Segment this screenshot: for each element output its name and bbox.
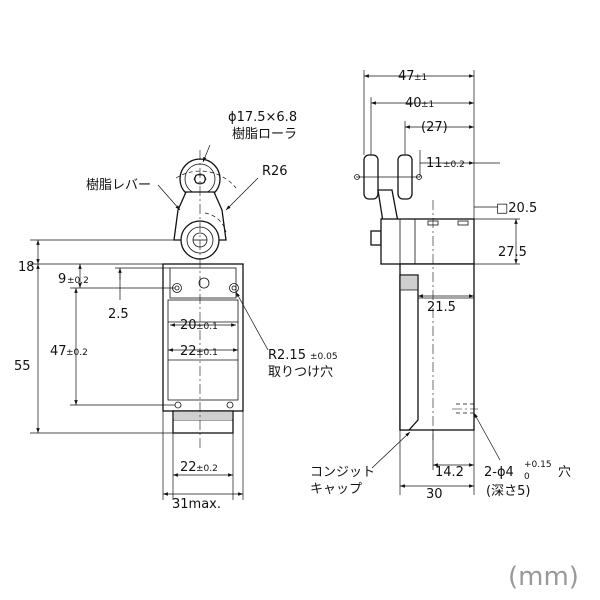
- dim-9-tol: ±0.2: [67, 276, 89, 286]
- switch-body: [162, 263, 244, 412]
- dim-20-tol: ±0.1: [196, 322, 218, 332]
- roller-material-label: 樹脂ローラ: [232, 127, 297, 142]
- side-dim-47-tol: ±1: [414, 73, 427, 83]
- side-dim-14-2: 14.2: [435, 465, 464, 480]
- side-dim-40-tol: ±1: [421, 100, 434, 110]
- mount-hole-right: [229, 283, 239, 293]
- hole-depth: (深さ5): [486, 484, 530, 499]
- dim-20: 20: [180, 318, 197, 333]
- dim-18: 18: [18, 260, 35, 275]
- side-view: 47 ±1 40 ±1 (27) 11 ±0.2 □20.5 27.5 21.5…: [310, 69, 571, 502]
- mount-hole-label: 取りつけ穴: [268, 365, 333, 380]
- side-dim-47: 47: [398, 69, 415, 84]
- center-screw: [198, 277, 210, 289]
- mount-radius-label: R2.15: [268, 348, 306, 363]
- dim-31max: 31max.: [172, 497, 221, 512]
- side-head: [380, 218, 475, 265]
- conduit-label-1: コンジット: [310, 465, 375, 480]
- side-lever: [377, 189, 399, 223]
- front-view: ϕ17.5×6.8 樹脂ローラ 樹脂レバー R26 18 9 ±0.2 2.5 …: [14, 110, 338, 512]
- dim-47-tol: ±0.2: [66, 348, 88, 358]
- dim-55: 55: [14, 359, 31, 374]
- units-label: (mm): [508, 562, 579, 592]
- hole-tol-upper: +0.15: [524, 460, 552, 470]
- dim-22-bottom: 22: [180, 460, 197, 475]
- radius-label: R26: [262, 164, 288, 179]
- side-dim-11: 11: [426, 156, 443, 171]
- side-dim-27: (27): [421, 120, 448, 135]
- hole-tol-lower: 0: [524, 472, 530, 482]
- mount-radius-tol: ±0.05: [310, 352, 338, 362]
- side-dim-30: 30: [426, 487, 443, 502]
- dim-47: 47: [50, 344, 67, 359]
- dim-22-inner-tol: ±0.1: [196, 348, 218, 358]
- side-dim-11-tol: ±0.2: [443, 160, 465, 170]
- dim-2-5: 2.5: [108, 307, 129, 322]
- side-dim-square: □20.5: [496, 201, 537, 216]
- dim-9: 9: [58, 272, 66, 287]
- side-lever-pin: [370, 230, 382, 246]
- side-body-left-rail: [399, 274, 419, 431]
- roller-nut: [193, 174, 207, 184]
- roller-dim-label: ϕ17.5×6.8: [228, 110, 297, 125]
- hole-suffix: 穴: [558, 465, 571, 480]
- side-dim-27-5: 27.5: [498, 245, 527, 260]
- dim-22-bottom-tol: ±0.2: [196, 464, 218, 474]
- dim-22-inner: 22: [180, 344, 197, 359]
- side-dim-21-5: 21.5: [427, 300, 456, 315]
- hole-label: 2-ϕ4: [484, 465, 514, 480]
- r26-arc: [204, 212, 227, 233]
- side-dim-40: 40: [405, 96, 422, 111]
- conduit-label-2: キャップ: [310, 482, 362, 497]
- lever-material-label: 樹脂レバー: [86, 178, 151, 193]
